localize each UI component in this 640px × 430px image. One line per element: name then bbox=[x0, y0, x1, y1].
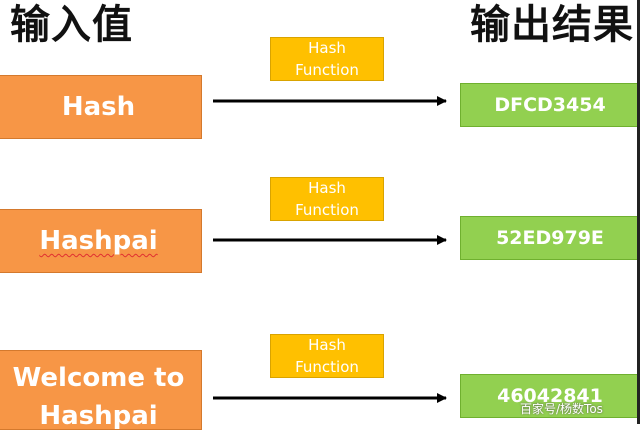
function-label-line2: Function bbox=[295, 201, 359, 219]
function-label-line2: Function bbox=[295, 61, 359, 79]
output-value: DFCD3454 bbox=[494, 94, 606, 116]
input-box-hash: Hash bbox=[0, 75, 202, 139]
input-label: Hash bbox=[61, 92, 136, 122]
input-label-line2: Hashpai bbox=[39, 401, 158, 430]
input-box-hashpai: Hashpai bbox=[0, 209, 202, 273]
output-value: 52ED979E bbox=[496, 227, 604, 249]
input-header: 输入值 bbox=[10, 2, 133, 48]
input-box-welcome: Welcome to Hashpai bbox=[0, 350, 202, 430]
input-label-line1: Welcome to bbox=[12, 363, 185, 393]
function-label-line2: Function bbox=[295, 358, 359, 376]
hash-function-box: Hash Function bbox=[270, 334, 384, 378]
output-header: 输出结果 bbox=[470, 2, 634, 48]
output-value: 46042841 bbox=[497, 385, 603, 407]
function-label-line1: Hash bbox=[308, 39, 346, 57]
function-label-line1: Hash bbox=[308, 336, 346, 354]
right-edge-divider bbox=[637, 0, 640, 424]
input-label: Hashpai bbox=[39, 226, 158, 256]
output-box-hash: DFCD3454 bbox=[460, 83, 640, 127]
output-box-welcome: 46042841 bbox=[460, 374, 640, 418]
function-label-line1: Hash bbox=[308, 179, 346, 197]
output-box-hashpai: 52ED979E bbox=[460, 216, 640, 260]
hash-function-box: Hash Function bbox=[270, 177, 384, 221]
watermark-text: 百家号/杨数Tos bbox=[520, 402, 603, 416]
hash-function-box: Hash Function bbox=[270, 37, 384, 81]
